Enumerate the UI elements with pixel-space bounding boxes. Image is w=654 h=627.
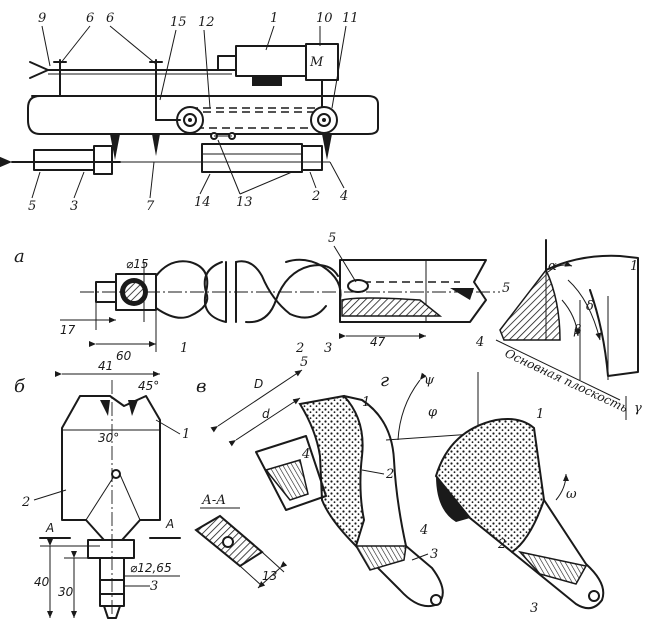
dim-diameter-15: ⌀15 (126, 257, 149, 271)
cutter-mark-7 (152, 134, 160, 156)
dim-30: 30 (58, 585, 74, 599)
panel-label-g: г (380, 370, 389, 391)
label-5: 5 (28, 199, 36, 214)
cutter-label-4: 4 (301, 447, 310, 462)
section-view: А-А 13 (194, 493, 288, 589)
panel-label-a: а (14, 246, 25, 267)
angle-phi: φ (428, 405, 438, 420)
carriage (201, 143, 303, 173)
label-15: 15 (170, 15, 187, 30)
cutter-label-5: 5 (300, 355, 308, 370)
label-7: 7 (146, 199, 155, 214)
auger-label-5: 5 (328, 231, 336, 246)
auger-label-1: 1 (180, 341, 188, 356)
angle-label-2: 2 (497, 537, 506, 552)
auger-view: а ⌀15 17 60 47 1 2 3 4 5 (14, 231, 500, 363)
angle-detail-label-5: 5 (502, 281, 510, 296)
dim-30deg: 30° (98, 431, 119, 445)
angle-beta: β (573, 323, 582, 338)
dim-diameter-1265: ⌀12,65 (130, 561, 172, 575)
dim-17: 17 (60, 323, 76, 337)
section-mark-right: A (165, 517, 174, 531)
angle-delta: δ (586, 299, 594, 314)
label-12: 12 (198, 15, 215, 30)
label-10: 10 (316, 11, 333, 26)
dim-d: d (262, 407, 270, 421)
angle-alpha: α (548, 259, 557, 274)
dim-41: 41 (98, 359, 113, 373)
angle-label-1: 1 (536, 407, 544, 422)
dim-D: D (254, 377, 263, 391)
angles-view: г ψ φ ω 1 2 3 4 α δ β γ 1 5 Основн (380, 239, 642, 616)
label-3: 3 (70, 199, 78, 214)
label-13: 13 (236, 195, 253, 210)
panel-label-v: в (196, 376, 206, 397)
angle-detail-label-1: 1 (630, 259, 638, 274)
cutter-mark-3 (110, 134, 120, 160)
label-6a: 6 (86, 11, 94, 26)
label-14: 14 (194, 195, 211, 210)
left-chuck (29, 61, 49, 79)
label-6b: 6 (106, 11, 114, 26)
bit-label-2: 2 (21, 495, 30, 510)
bit-body (61, 395, 161, 541)
motor-label: M (309, 55, 324, 70)
label-4: 4 (339, 189, 348, 204)
cutter-label-2: 2 (385, 467, 394, 482)
machine-schematic: 9 6 6 15 12 1 10 11 M 5 3 7 14 13 2 4 (0, 11, 379, 214)
drill-bit-view: б 41 45° 30° A A 40 30 ⌀12,65 1 2 (14, 359, 190, 620)
angle-omega: ω (566, 487, 577, 502)
label-11: 11 (342, 11, 359, 26)
main-beam (27, 95, 379, 135)
cutter-view: в D d 5 1 2 4 3 (196, 355, 444, 608)
base-plane-note: Основная плоскость (503, 346, 630, 415)
bit-label-3: 3 (150, 579, 158, 594)
label-2: 2 (311, 189, 320, 204)
auger-label-2: 2 (295, 341, 304, 356)
section-mark-left: A (45, 521, 54, 535)
auger-body (339, 259, 487, 323)
drive-unit (235, 45, 307, 77)
angle-cutter-insert (434, 418, 546, 554)
cutter-stippled-insert (298, 394, 366, 548)
bit-label-1: 1 (182, 427, 190, 442)
dim-45deg: 45° (138, 379, 159, 393)
cutter-label-1: 1 (362, 395, 370, 410)
dim-40: 40 (34, 575, 50, 589)
panel-label-b: б (14, 376, 26, 397)
angle-label-4: 4 (419, 523, 428, 538)
dim-13: 13 (262, 569, 277, 583)
angle-psi: ψ (424, 373, 435, 388)
section-title: А-А (201, 493, 226, 508)
dim-47: 47 (370, 335, 386, 349)
cutter-mark-4 (322, 134, 332, 160)
angle-gamma: γ (634, 401, 642, 416)
dim-60: 60 (116, 349, 132, 363)
label-1: 1 (270, 11, 278, 26)
auger-label-3: 3 (324, 341, 332, 356)
cutter-label-3: 3 (430, 547, 438, 562)
auger-label-4: 4 (475, 335, 484, 350)
label-9: 9 (38, 11, 46, 26)
angle-label-3: 3 (530, 601, 538, 616)
